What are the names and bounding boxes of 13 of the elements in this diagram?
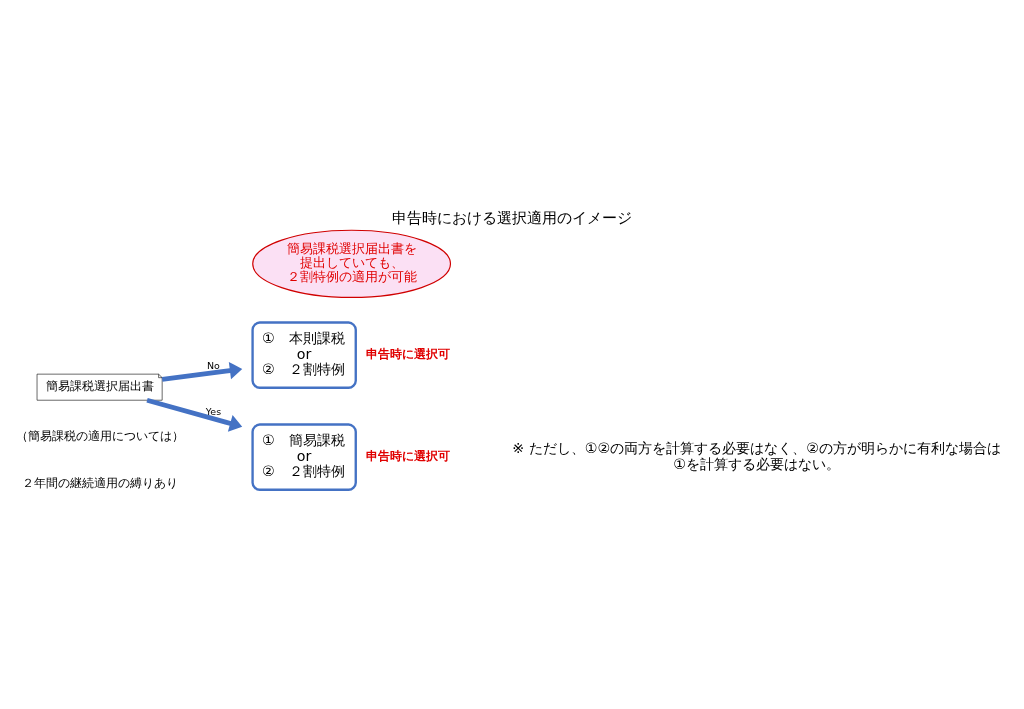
edge-label: No bbox=[207, 359, 220, 371]
arrow bbox=[146, 397, 243, 432]
caption: ※ ただし、①②の両方を計算する必要はなく、②の方が明らかに有利な場合は①を計算する必要はない。 bbox=[512, 439, 1001, 472]
arrow bbox=[161, 361, 243, 382]
node-box: ① 本則課税 or ② ２割特例 bbox=[251, 320, 357, 389]
node-box: ① 簡易課税 or ② ２割特例 bbox=[251, 422, 357, 491]
label: （簡易課税の適用については） bbox=[15, 428, 184, 443]
node-label: 申告時に選択可 bbox=[366, 448, 451, 463]
diagram-title: 申告時における選択適用のイメージ bbox=[392, 208, 632, 227]
node-ellipse: 簡易課税選択届出書を 提出していても、 ２割特例の適用が可能 bbox=[252, 229, 452, 298]
edge-label: Yes bbox=[205, 405, 222, 417]
node-label: 申告時に選択可 bbox=[366, 346, 451, 361]
label: ２年間の継続適用の縛りあり bbox=[21, 475, 178, 490]
